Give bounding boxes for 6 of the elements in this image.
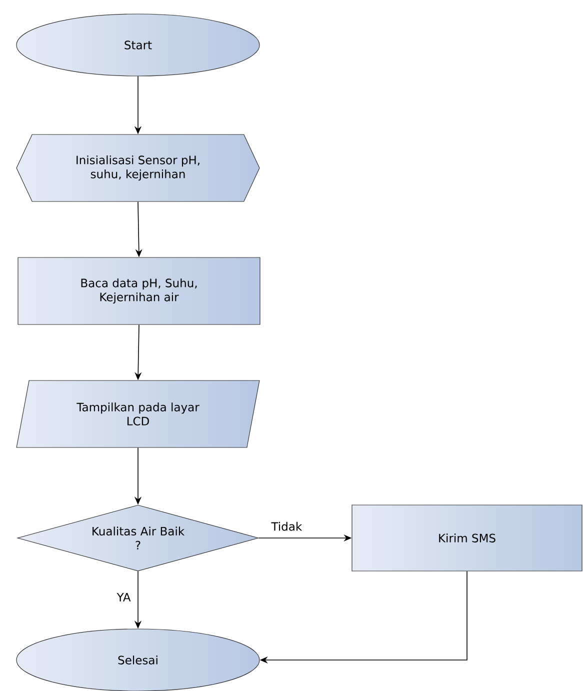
process-box: Baca data pH, Suhu, Kejernihan air (18, 257, 260, 325)
input-output-parallelogram: Tampilkan pada layar LCD (16, 380, 260, 448)
edge-label: YA (116, 592, 131, 602)
process-box: Kirim SMS (352, 504, 582, 572)
edge-label: Tidak (271, 522, 302, 531)
preparation-hexagon: Inisialisasi Sensor pH, suhu, kejernihan (16, 134, 260, 202)
